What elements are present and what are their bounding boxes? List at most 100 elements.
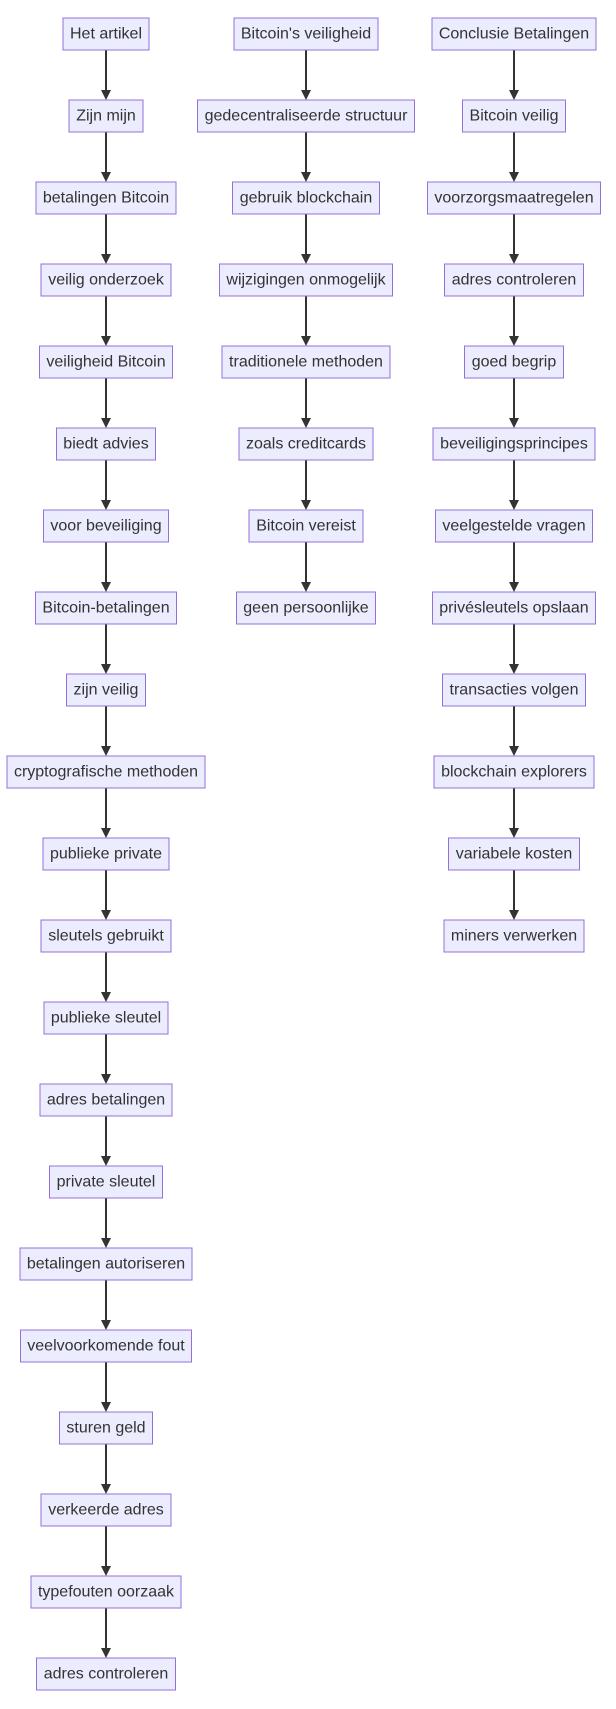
arrowhead-icon bbox=[509, 746, 519, 756]
node-label: publieke sleutel bbox=[51, 1010, 161, 1027]
node-box bbox=[236, 591, 376, 625]
flow-node-betalingen-autoriseren: betalingen autoriseren bbox=[19, 1247, 193, 1281]
arrowhead-icon bbox=[301, 336, 311, 346]
flow-node-veelgestelde-vragen: veelgestelde vragen bbox=[435, 509, 593, 543]
flow-node-adres-betalingen: adres betalingen bbox=[39, 1083, 173, 1117]
node-box bbox=[35, 591, 177, 625]
flow-node-publieke-private: publieke private bbox=[42, 837, 170, 871]
arrowhead-icon bbox=[101, 336, 111, 346]
node-label: veelvoorkomende fout bbox=[27, 1338, 185, 1355]
flow-node-adres-controleren: adres controleren bbox=[444, 263, 584, 297]
node-label: variabele kosten bbox=[456, 846, 573, 863]
arrowhead-icon bbox=[101, 992, 111, 1002]
flow-node-veiligheid-bitcoin: veiligheid Bitcoin bbox=[39, 345, 173, 379]
arrowhead-icon bbox=[509, 336, 519, 346]
node-label: sturen geld bbox=[66, 1420, 145, 1437]
flow-node-miners-verwerken: miners verwerken bbox=[443, 919, 585, 953]
flow-node-publieke-sleutel: publieke sleutel bbox=[43, 1001, 169, 1035]
node-label: transacties volgen bbox=[450, 682, 579, 699]
arrowhead-icon bbox=[509, 172, 519, 182]
node-label: blockchain explorers bbox=[441, 764, 587, 781]
node-box bbox=[432, 427, 596, 461]
flow-node-adres-controleren: adres controleren bbox=[36, 1657, 176, 1691]
node-box bbox=[43, 1001, 169, 1035]
node-label: biedt advies bbox=[63, 436, 148, 453]
arrowhead-icon bbox=[101, 254, 111, 264]
node-label: publieke private bbox=[50, 846, 162, 863]
node-box bbox=[49, 1165, 163, 1199]
arrowhead-icon bbox=[301, 90, 311, 100]
node-label: typefouten oorzaak bbox=[38, 1584, 175, 1601]
node-box bbox=[62, 17, 150, 51]
flow-node-zijn-veilig: zijn veilig bbox=[66, 673, 146, 707]
node-label: cryptografische methoden bbox=[14, 764, 198, 781]
node-label: zoals creditcards bbox=[246, 436, 366, 453]
node-box bbox=[221, 345, 391, 379]
node-box bbox=[59, 1411, 153, 1445]
flow-node-het-artikel: Het artikel bbox=[62, 17, 150, 51]
arrowhead-icon bbox=[101, 1648, 111, 1658]
arrowhead-icon bbox=[101, 90, 111, 100]
arrowhead-icon bbox=[101, 1566, 111, 1576]
flow-node-geen-persoonlijke: geen persoonlijke bbox=[236, 591, 376, 625]
arrowhead-icon bbox=[101, 746, 111, 756]
node-box bbox=[433, 755, 595, 789]
node-label: miners verwerken bbox=[451, 928, 577, 945]
arrowhead-icon bbox=[509, 910, 519, 920]
node-box bbox=[442, 673, 586, 707]
flow-node-biedt-advies: biedt advies bbox=[56, 427, 156, 461]
arrowhead-icon bbox=[101, 1484, 111, 1494]
node-label: Conclusie Betalingen bbox=[439, 26, 589, 43]
node-box bbox=[39, 345, 173, 379]
node-label: sleutels gebruikt bbox=[48, 928, 164, 945]
node-box bbox=[56, 427, 156, 461]
arrowhead-icon bbox=[301, 500, 311, 510]
flow-node-veelvoorkomende-fout: veelvoorkomende fout bbox=[20, 1329, 192, 1363]
node-label: veiligheid Bitcoin bbox=[46, 354, 165, 371]
arrowhead-icon bbox=[101, 910, 111, 920]
node-box bbox=[248, 509, 364, 543]
node-box bbox=[19, 1247, 193, 1281]
flow-node-variabele-kosten: variabele kosten bbox=[448, 837, 580, 871]
flow-node-bitcoin-veilig: Bitcoin veilig bbox=[462, 99, 566, 133]
node-box bbox=[6, 755, 206, 789]
node-box bbox=[66, 673, 146, 707]
node-label: veilig onderzoek bbox=[48, 272, 165, 289]
arrowhead-icon bbox=[509, 828, 519, 838]
node-label: adres betalingen bbox=[47, 1092, 165, 1109]
arrowhead-icon bbox=[509, 582, 519, 592]
node-box bbox=[43, 509, 169, 543]
flow-node-bitcoin-s-veiligheid: Bitcoin's veiligheid bbox=[233, 17, 379, 51]
arrowhead-icon bbox=[301, 172, 311, 182]
node-label: gebruik blockchain bbox=[240, 190, 373, 207]
arrowhead-icon bbox=[509, 418, 519, 428]
flow-node-voorzorgsmaatregelen: voorzorgsmaatregelen bbox=[427, 181, 601, 215]
flow-node-transacties-volgen: transacties volgen bbox=[442, 673, 586, 707]
flow-node-bitcoin-betalingen: Bitcoin-betalingen bbox=[35, 591, 177, 625]
node-box bbox=[443, 919, 585, 953]
flow-node-privesleutels-opslaan: privésleutels opslaan bbox=[432, 591, 596, 625]
arrowhead-icon bbox=[101, 500, 111, 510]
node-label: privésleutels opslaan bbox=[439, 600, 588, 617]
node-label: betalingen Bitcoin bbox=[43, 190, 169, 207]
edges-layer bbox=[101, 50, 519, 1658]
arrowhead-icon bbox=[301, 254, 311, 264]
flow-node-beveiligingsprincipes: beveiligingsprincipes bbox=[432, 427, 596, 461]
node-box bbox=[238, 427, 374, 461]
flow-node-veilig-onderzoek: veilig onderzoek bbox=[40, 263, 172, 297]
arrowhead-icon bbox=[101, 1402, 111, 1412]
flow-node-zijn-mijn: Zijn mijn bbox=[68, 99, 144, 133]
flow-node-traditionele-methoden: traditionele methoden bbox=[221, 345, 391, 379]
arrowhead-icon bbox=[509, 664, 519, 674]
arrowhead-icon bbox=[101, 664, 111, 674]
node-box bbox=[42, 837, 170, 871]
arrowhead-icon bbox=[101, 172, 111, 182]
node-label: wijzigingen onmogelijk bbox=[225, 272, 386, 289]
node-box bbox=[36, 1657, 176, 1691]
arrowhead-icon bbox=[509, 500, 519, 510]
flow-node-goed-begrip: goed begrip bbox=[464, 345, 564, 379]
node-label: Het artikel bbox=[70, 26, 142, 43]
flow-node-bitcoin-vereist: Bitcoin vereist bbox=[248, 509, 364, 543]
node-box bbox=[40, 1493, 172, 1527]
node-label: zijn veilig bbox=[74, 682, 139, 699]
